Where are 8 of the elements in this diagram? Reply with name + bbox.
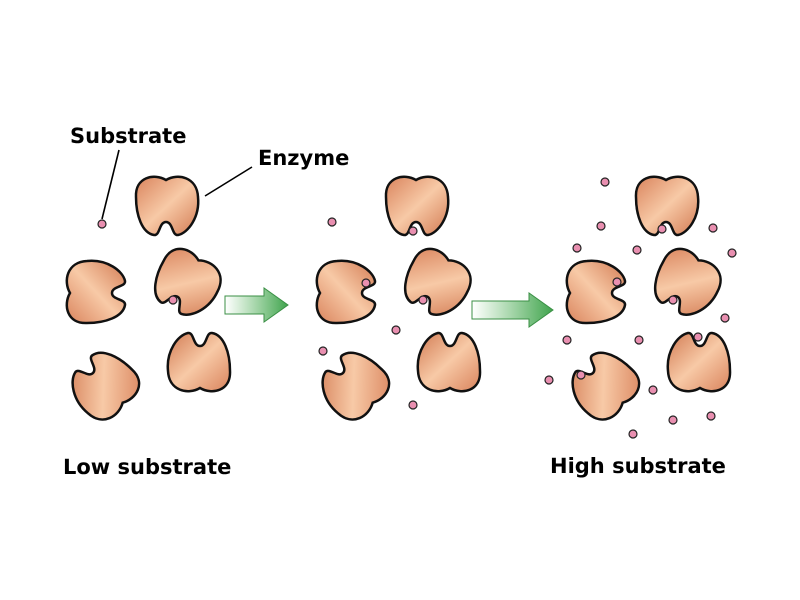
callout-label: Substrate [70,125,186,148]
callout-label: Enzyme [258,147,350,170]
leader-line [204,166,252,197]
leader-line [101,150,120,220]
panel-caption: High substrate [550,455,726,478]
substrate-dot [97,219,107,229]
enzyme-icon [134,176,200,236]
panel-caption: Low substrate [63,456,232,480]
